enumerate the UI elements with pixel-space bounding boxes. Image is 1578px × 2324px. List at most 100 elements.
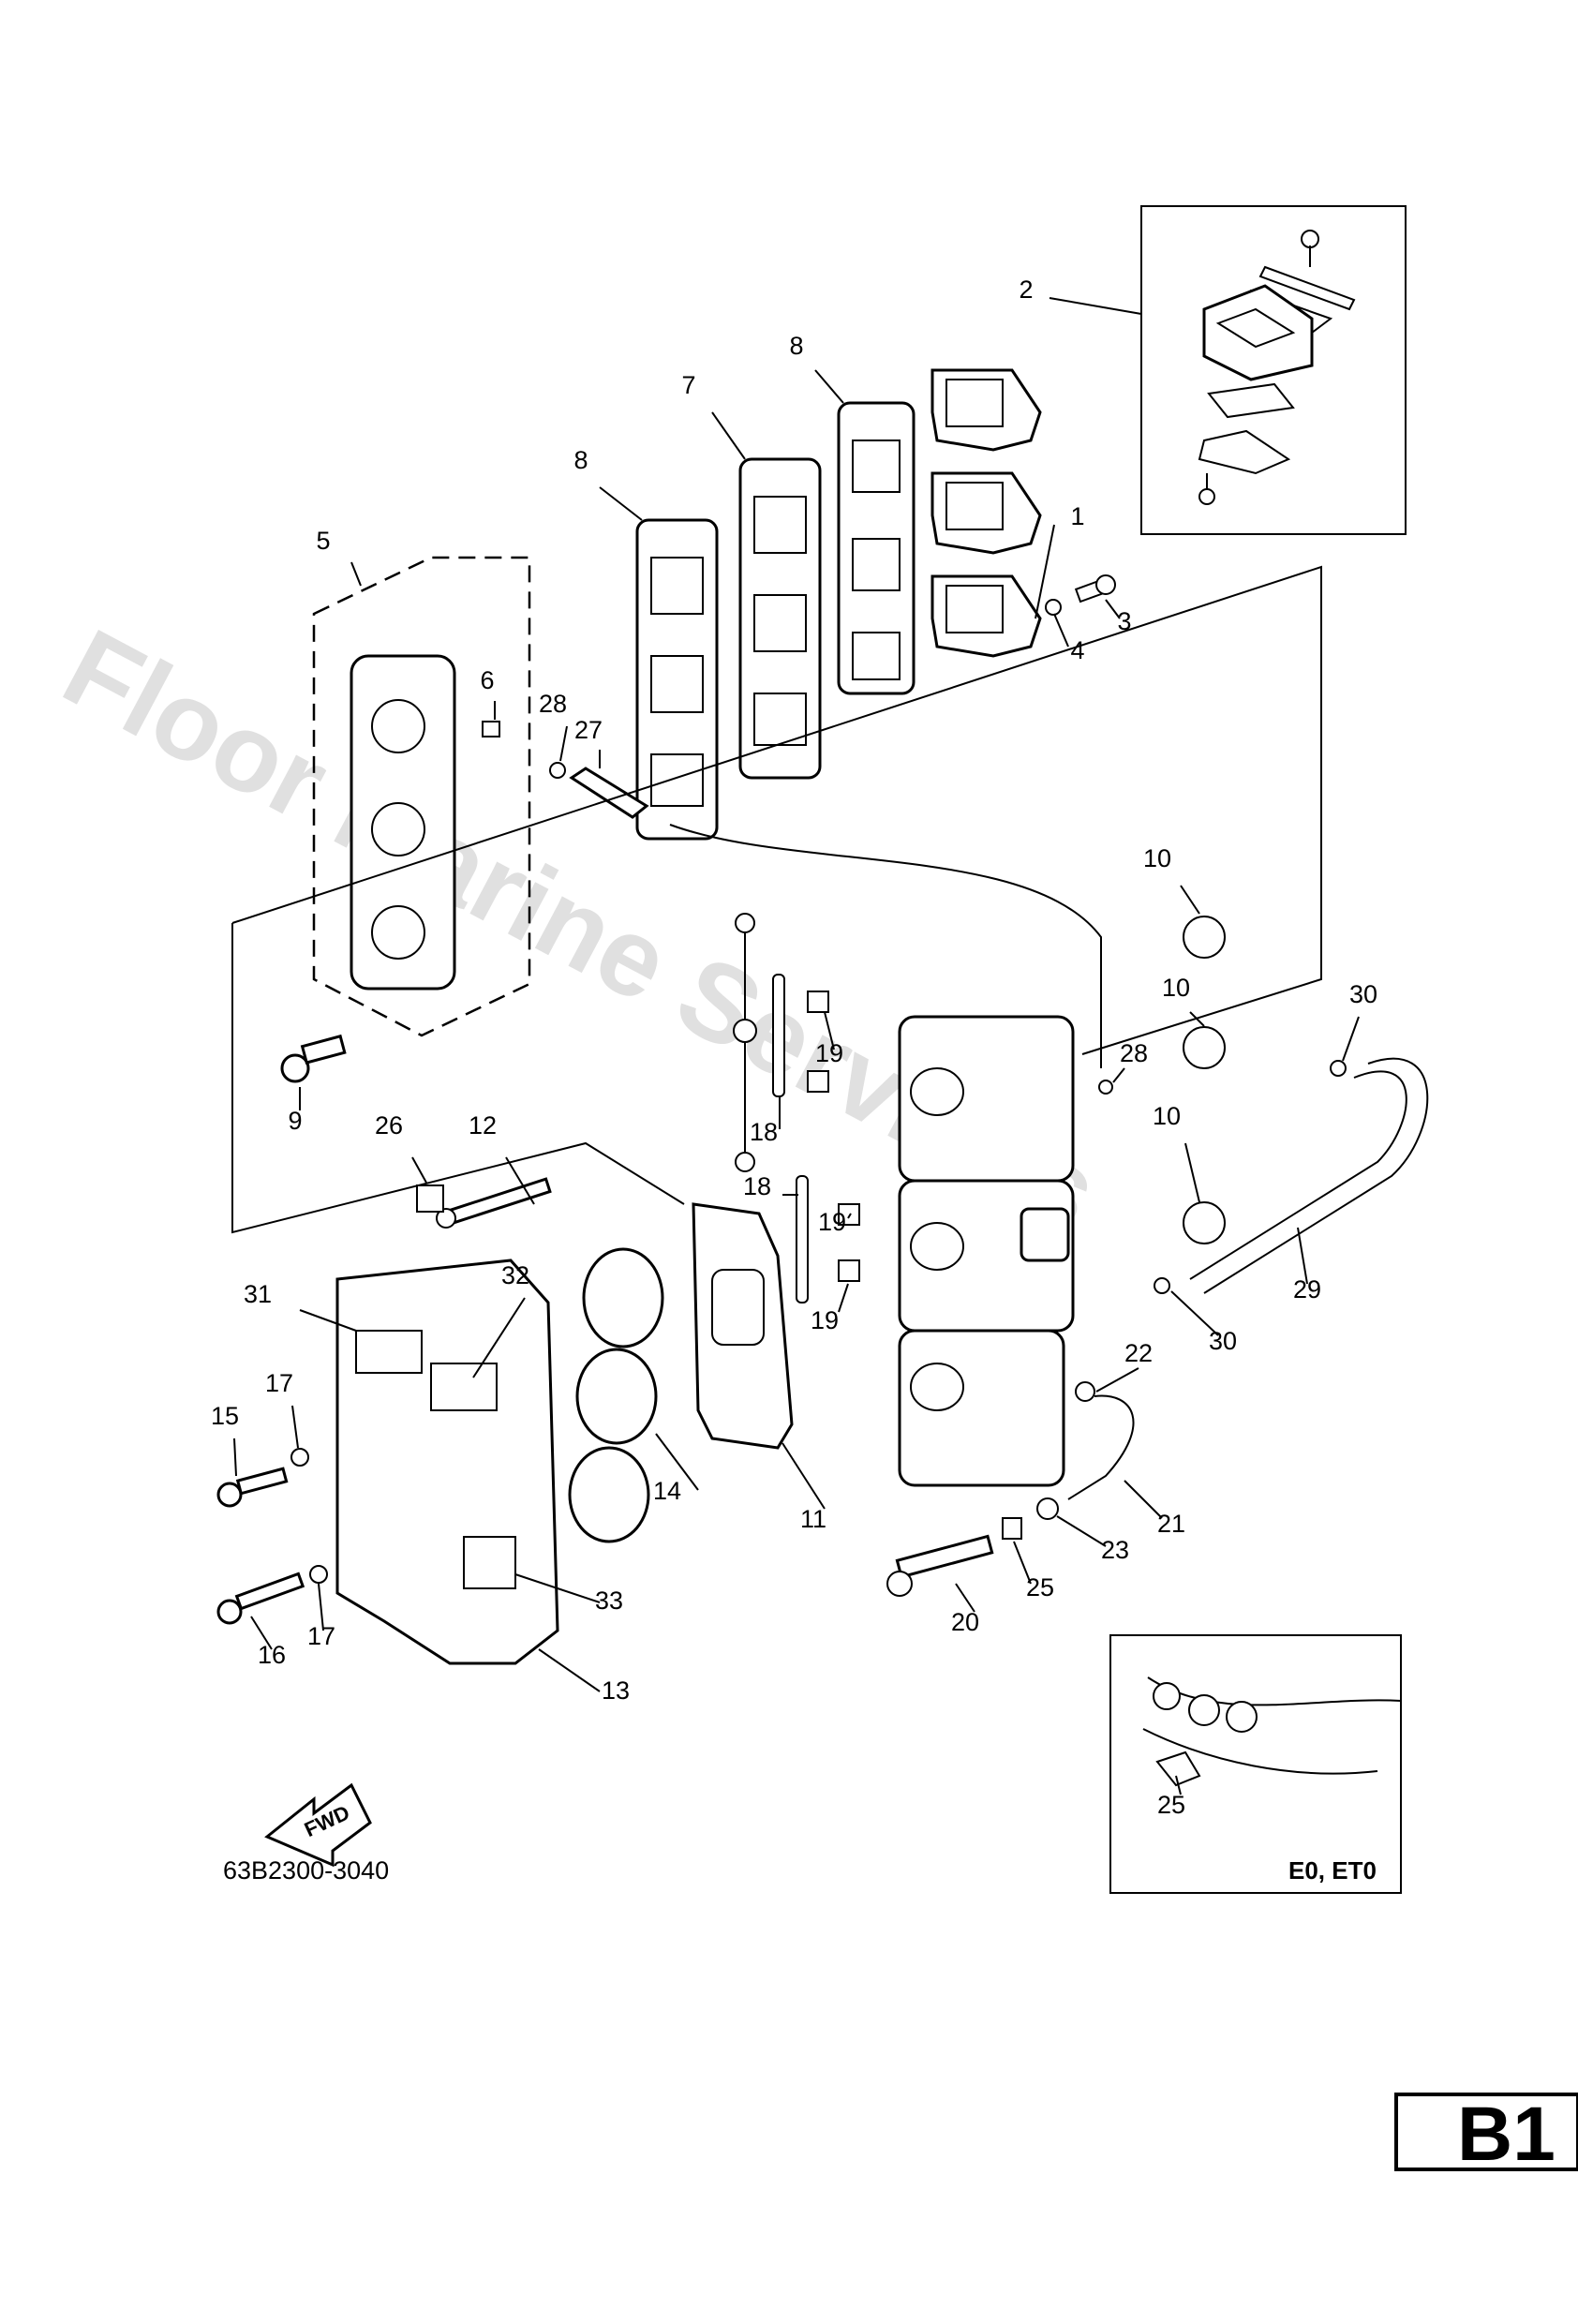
bolt-9 [280,1034,347,1083]
page-tab: B1 [1457,2092,1556,2177]
callout-13: 13 [602,1676,630,1705]
callout-8-left-leader [599,486,643,521]
callout-20-leader [955,1583,975,1613]
o-ring-10-top [1183,916,1226,959]
callout-3: 3 [1117,607,1131,635]
callout-28-right-leader [1112,1067,1125,1083]
callout-8-right: 8 [789,332,803,360]
callout-19-mid: 19 [818,1208,846,1236]
callout-19-lower-leader [838,1283,849,1313]
callout-19-upper-leader [824,1011,835,1050]
callout-18-lower: 18 [743,1172,771,1200]
callout-5: 5 [316,527,330,555]
carburetor-assembly [898,1015,1075,1487]
callout-19-mid-leader [847,1213,852,1219]
callout-33: 33 [595,1587,623,1615]
callout-33-leader [514,1573,601,1603]
callout-21: 21 [1157,1510,1185,1538]
clip-26 [416,1184,444,1213]
callout-19-lower: 19 [811,1306,839,1334]
callout-11-leader [782,1442,826,1510]
o-ring-28-left [549,762,566,779]
wire-21 [1067,1394,1135,1500]
variant-label: E0, ET0 [1288,1856,1377,1885]
callout-23-leader [1056,1515,1107,1547]
callout-8-left: 8 [573,446,588,474]
callout-30-top: 30 [1349,980,1377,1008]
clip-18-lower [796,1175,809,1304]
callout-22-leader [1095,1367,1139,1393]
callout-10-mid: 10 [1162,974,1190,1002]
callout-3-leader [1105,599,1121,619]
callout-7-leader [711,411,746,460]
clip-19-upper [807,991,829,1013]
callout-4-leader [1053,613,1069,648]
callout-10-top: 10 [1143,844,1171,872]
callout-5-leader [350,561,362,587]
callout-28-right: 28 [1120,1039,1148,1067]
collar-6 [482,721,500,737]
part-22 [1075,1381,1095,1402]
callout-25-inset: 25 [1157,1791,1185,1819]
callout-12: 12 [469,1111,497,1140]
callout-20: 20 [951,1608,979,1636]
callout-9: 9 [288,1107,302,1135]
callout-23: 23 [1101,1536,1129,1564]
clip-18-upper [772,974,785,1097]
callout-29: 29 [1293,1275,1321,1304]
callout-10-top-leader [1180,885,1200,915]
washer-23 [1036,1497,1059,1520]
reed-valve-detail-inset [1140,205,1407,535]
callout-32: 32 [501,1261,529,1289]
callout-32-leader [472,1297,526,1378]
bolt-12 [436,1177,552,1229]
page-tab-box [1394,2093,1578,2171]
callout-21-leader [1124,1480,1163,1519]
gaskets-14 [568,1247,664,1543]
callout-25-inset-leader [1175,1775,1182,1795]
callout-11: 11 [800,1505,826,1533]
callout-30-top-leader [1342,1016,1360,1062]
callout-26: 26 [375,1111,403,1140]
drawing-code: 63B2300-3040 [223,1856,389,1885]
callout-10-mid-leader [1189,1011,1205,1027]
o-ring-10-mid [1183,1026,1226,1069]
washer-4 [1045,599,1062,616]
callout-15: 15 [211,1402,239,1430]
clip-19-mid [838,1203,860,1226]
callout-2: 2 [1019,276,1033,304]
gasket-8-left [635,518,719,841]
callout-17-upper: 17 [265,1369,293,1397]
assembly-frame [231,565,1322,1055]
callout-10-low-leader [1184,1142,1200,1203]
callout-22: 22 [1124,1339,1153,1367]
e0-et0-detail-inset [1109,1634,1402,1894]
o-ring-10-low [1183,1201,1226,1244]
callout-1-leader [1035,524,1055,619]
clamp-30-low [1154,1277,1170,1294]
gasket-8-right [837,401,916,695]
callout-15-leader [233,1438,237,1477]
intake-manifold-5 [312,556,531,1037]
clip-19-lower [838,1259,860,1282]
callout-6: 6 [480,666,494,694]
reed-valve-assemblies [930,368,1042,658]
fuel-hose [669,824,1102,1068]
callout-28-left-leader [559,725,568,762]
screw-3 [1074,574,1116,603]
callout-13-leader [538,1648,601,1692]
callout-19-upper: 19 [815,1039,843,1067]
leader-lines [233,297,1360,1795]
callout-25-leader [1013,1541,1032,1585]
callout-14: 14 [653,1477,681,1505]
bolt-15 [216,1467,289,1508]
callout-1: 1 [1070,502,1084,530]
callout-16-leader [250,1616,273,1650]
forward-arrow [264,1782,372,1868]
callout-14-leader [655,1433,699,1491]
plunger-20 [886,1534,994,1597]
pipe-27 [569,767,649,819]
callout-29-leader [1297,1227,1308,1285]
clamp-30-top [1330,1060,1347,1077]
